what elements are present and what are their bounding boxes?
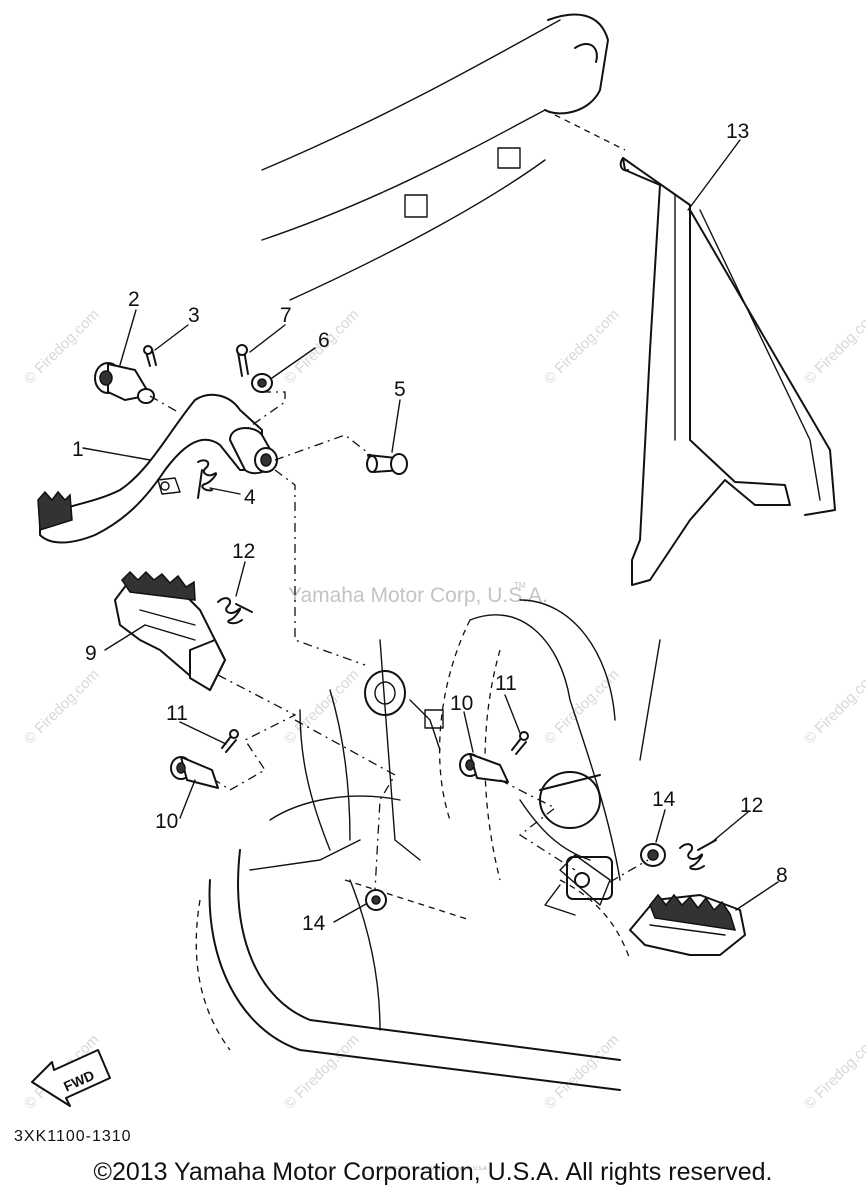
callout-6: 6 xyxy=(318,329,330,352)
side-stand-bar xyxy=(619,157,836,586)
callout-2: 2 xyxy=(128,288,140,311)
center-watermark: Yamaha Motor Corp, U.S.A. xyxy=(288,584,548,607)
callout-10: 10 xyxy=(155,810,178,833)
callout-1: 1 xyxy=(72,438,84,461)
watermark-text: © Firedog.com xyxy=(801,306,866,388)
small-copyright-notice: (c) 2009-2015 Yamaha Motor Corporation, … xyxy=(378,1166,488,1172)
assembly-lines xyxy=(149,391,649,891)
copyright-notice: ©2013 Yamaha Motor Corporation, U.S.A. A… xyxy=(93,1158,773,1186)
callout-12: 12 xyxy=(232,540,255,563)
watermark-text: © Firedog.com xyxy=(541,1031,623,1113)
callout-labels: 1 2 3 4 5 6 7 8 9 10 10 11 11 12 12 13 1… xyxy=(72,120,788,935)
callout-13: 13 xyxy=(726,120,749,143)
pivot-shaft xyxy=(94,362,155,404)
footrest-spring xyxy=(679,839,717,871)
diagram-code: 3XK1100-1310 xyxy=(14,1128,132,1145)
footrest-spring xyxy=(217,597,253,625)
leader-lines xyxy=(82,139,779,923)
watermark-text: © Firedog.com xyxy=(281,666,363,748)
trademark-mark: TM xyxy=(514,581,526,590)
watermark-text: © Firedog.com xyxy=(801,666,866,748)
callout-3: 3 xyxy=(188,304,200,327)
brake-pedal xyxy=(37,393,278,544)
frame-outline xyxy=(195,13,661,1091)
callout-14: 14 xyxy=(302,912,326,935)
washer xyxy=(365,889,387,911)
clevis-pin xyxy=(366,453,408,475)
watermark-text: © Firedog.com xyxy=(21,666,103,748)
cotter-pin xyxy=(221,729,239,753)
callout-7: 7 xyxy=(280,304,292,327)
callout-10: 10 xyxy=(450,692,473,715)
watermark-text: © Firedog.com xyxy=(281,1031,363,1113)
callout-14: 14 xyxy=(652,788,676,811)
cotter-pin xyxy=(143,345,157,367)
left-footrest xyxy=(114,570,226,691)
watermark-text: © Firedog.com xyxy=(801,1031,866,1113)
washer xyxy=(251,373,273,393)
washer xyxy=(640,843,666,867)
cotter-pin xyxy=(236,344,249,377)
cotter-pin xyxy=(511,731,529,755)
callout-8: 8 xyxy=(776,864,788,887)
callout-12: 12 xyxy=(740,794,763,817)
watermark-text: © Firedog.com xyxy=(21,306,103,388)
callout-11: 11 xyxy=(495,672,517,695)
callout-4: 4 xyxy=(244,486,256,509)
return-spring xyxy=(197,459,218,499)
callout-5: 5 xyxy=(394,378,406,401)
footrest-pin xyxy=(170,756,219,789)
watermark-text: © Firedog.com xyxy=(541,306,623,388)
right-footrest xyxy=(629,893,746,956)
footrest-pin xyxy=(459,753,509,783)
callout-11: 11 xyxy=(166,702,188,725)
callout-9: 9 xyxy=(85,642,97,665)
